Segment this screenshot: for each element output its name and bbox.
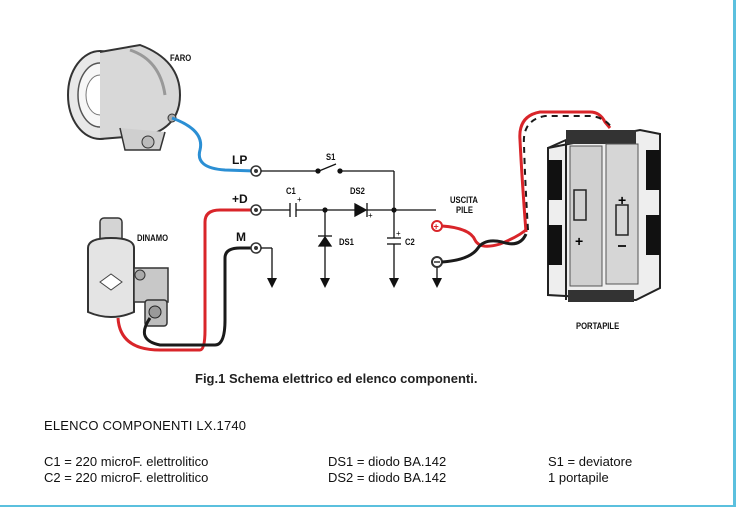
label-c2: C2	[405, 237, 415, 247]
component-item: DS2 = diodo BA.142	[328, 470, 447, 485]
svg-text:+: +	[368, 211, 373, 220]
circuit-diagram: + + + + + +	[67, 43, 661, 352]
label-portapile: PORTAPILE	[576, 321, 620, 331]
label-ds1: DS1	[339, 237, 354, 247]
figure-caption: Fig.1 Schema elettrico ed elenco compone…	[195, 371, 478, 386]
component-item: S1 = deviatore	[548, 454, 633, 469]
black-wire-output	[441, 233, 528, 264]
blue-wire	[171, 116, 256, 173]
lamp-illustration	[67, 43, 182, 151]
red-wire-output	[441, 224, 530, 248]
component-item: C1 = 220 microF. elettrolitico	[44, 454, 209, 469]
black-wire-dynamo	[142, 246, 255, 347]
label-m: M	[236, 230, 246, 244]
component-item: 1 portapile	[548, 470, 609, 485]
label-c1: C1	[286, 186, 296, 196]
svg-text:+: +	[618, 192, 626, 208]
circuit-lines	[261, 163, 438, 278]
ground-symbols	[267, 278, 442, 288]
battery-holder-illustration: + +	[547, 128, 661, 302]
component-item: DS1 = diodo BA.142	[328, 454, 447, 469]
svg-text:+: +	[575, 233, 583, 249]
dynamo-illustration	[87, 217, 169, 327]
components-title: ELENCO COMPONENTI LX.1740	[44, 418, 247, 433]
label-dinamo: DINAMO	[137, 233, 169, 243]
label-s1: S1	[326, 152, 336, 162]
label-plus-d: +D	[232, 192, 248, 206]
label-lp: LP	[232, 153, 248, 167]
terminals	[250, 165, 262, 254]
label-pile: PILE	[456, 205, 474, 215]
svg-text:+: +	[297, 195, 302, 204]
svg-text:+: +	[434, 222, 439, 232]
svg-text:+: +	[396, 229, 401, 238]
label-faro: FARO	[170, 53, 192, 63]
component-item: C2 = 220 microF. elettrolitico	[44, 470, 209, 485]
label-uscita: USCITA	[450, 195, 478, 205]
label-ds2: DS2	[350, 186, 365, 196]
